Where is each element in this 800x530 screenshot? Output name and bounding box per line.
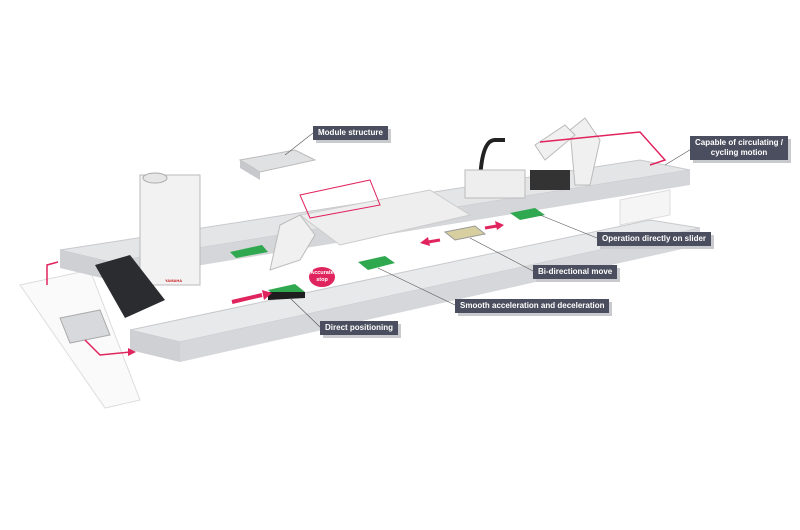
circulation-path — [46, 261, 131, 356]
accurate-stop-bubble: Accurate stop — [309, 267, 335, 287]
arrow-bidir-left-head — [420, 237, 430, 246]
leader-circulating — [664, 147, 694, 166]
bubble-line2: stop — [316, 277, 328, 283]
callout-bi-directional: Bi-directional move — [533, 265, 618, 279]
callout-circulating-line1: Capable of circulating / — [695, 138, 784, 147]
leader-lines — [284, 132, 694, 328]
robot-arm-right-forearm — [534, 124, 576, 161]
callout-circulating-line2: cycling motion — [710, 148, 768, 157]
arrow-direct-head — [262, 290, 272, 300]
scara-base-plate — [95, 255, 165, 318]
callout-smooth-acceleration: Smooth acceleration and deceleration — [455, 299, 610, 313]
gantry-motor — [530, 170, 570, 190]
leader-operation — [539, 214, 598, 239]
work-platform — [298, 189, 472, 246]
slider-direct-base — [268, 292, 305, 300]
leader-bidir — [469, 237, 534, 272]
end-module — [59, 309, 111, 344]
front-rail-side — [180, 228, 700, 362]
callout-module-structure: Module structure — [313, 126, 388, 140]
leader-direct — [289, 297, 321, 328]
leader-module — [284, 132, 314, 156]
leader-smooth — [377, 267, 456, 306]
slider-bidir — [443, 225, 487, 241]
arrow-direct — [231, 293, 263, 304]
slider-smooth — [358, 256, 395, 270]
slider-operation — [510, 208, 545, 220]
scara-robot — [139, 174, 201, 286]
brand-logo: YAMAHA — [165, 278, 183, 283]
arrow-bidir-right — [484, 224, 498, 230]
callout-circulating-motion: Capable of circulating / cycling motion — [690, 136, 789, 160]
module-block-side — [240, 160, 260, 180]
arrow-bidir-left — [427, 238, 441, 244]
arrow-bidir-right-head — [495, 221, 504, 230]
base-frame-right — [619, 189, 671, 226]
robot-arm-left — [269, 214, 316, 271]
callout-direct-positioning: Direct positioning — [320, 321, 398, 335]
front-rail-end — [130, 330, 180, 362]
slider-green-back — [230, 245, 268, 258]
bubble-line1: Accurate — [310, 270, 334, 276]
back-rail-end — [60, 250, 110, 280]
gantry — [464, 169, 526, 199]
callout-operation-on-slider: Operation directly on slider — [597, 232, 712, 246]
scara-robot-top — [142, 172, 168, 184]
module-highlight — [299, 179, 381, 219]
circulation-path-top — [539, 131, 667, 166]
circulation-arrow-head — [128, 348, 136, 356]
